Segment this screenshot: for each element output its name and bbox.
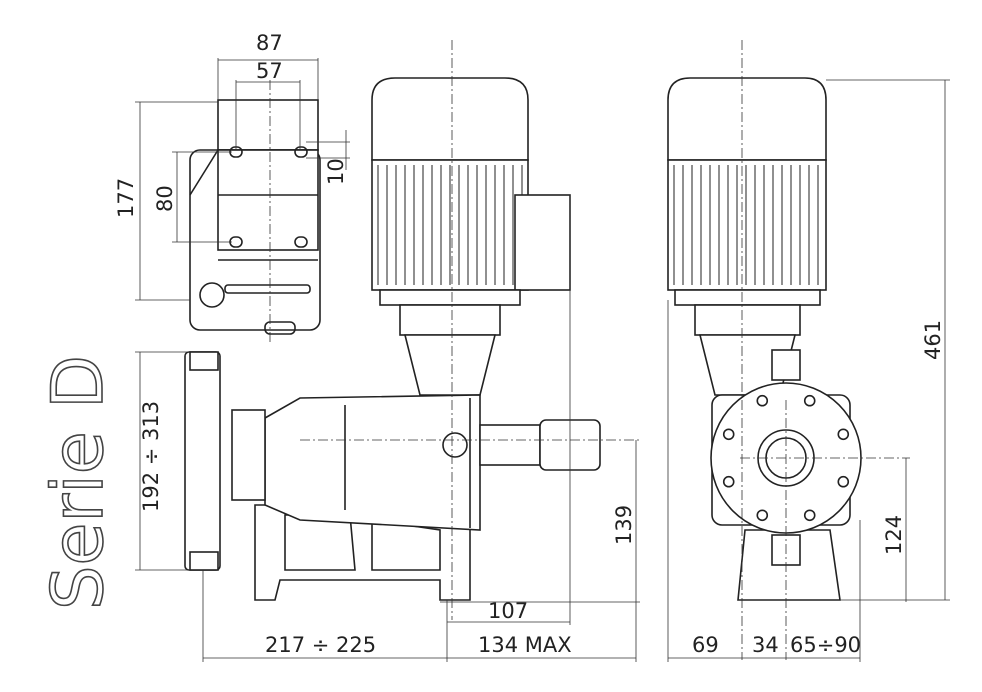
dim-80: 80 [153, 185, 177, 212]
dim-34: 34 [752, 633, 779, 657]
dim-177: 177 [114, 178, 138, 218]
bolt [756, 509, 769, 522]
dim-139: 139 [612, 505, 636, 545]
front-view [184, 40, 640, 620]
top-view [189, 80, 321, 345]
bolt [837, 475, 850, 488]
dim-69: 69 [692, 633, 719, 657]
bolt [756, 394, 769, 407]
side-view [667, 40, 910, 660]
dim-192-313: 192 ÷ 313 [139, 401, 163, 512]
dim-461: 461 [921, 320, 945, 360]
main-dimensions: 192 ÷ 313 461 139 124 107 217 ÷ 225 134 … [135, 79, 950, 662]
dim-65-90: 65÷90 [790, 633, 861, 657]
dim-87: 87 [256, 31, 283, 55]
bolt [722, 428, 735, 441]
top-dimensions: 87 57 177 80 10 [114, 31, 350, 301]
dim-134-max: 134 MAX [478, 633, 572, 657]
bolt [803, 394, 816, 407]
dim-57: 57 [256, 59, 283, 83]
bolt [837, 428, 850, 441]
dim-10: 10 [324, 158, 348, 185]
dim-124: 124 [882, 515, 906, 555]
series-title: Serie D [37, 355, 119, 610]
dim-107: 107 [488, 599, 528, 623]
bolt [722, 475, 735, 488]
dim-217-225: 217 ÷ 225 [265, 633, 376, 657]
bolt [803, 509, 816, 522]
